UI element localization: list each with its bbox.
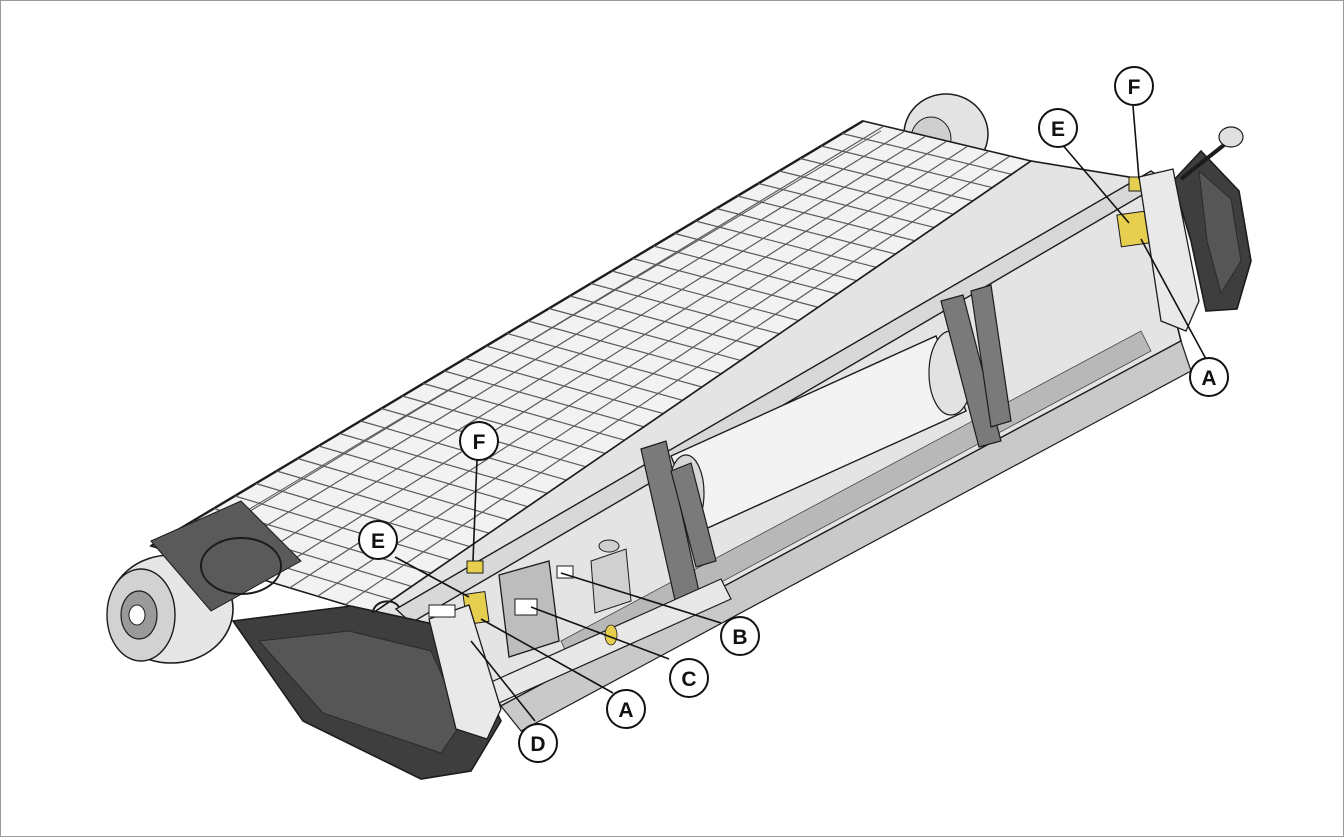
callout-f-right-label: F bbox=[1128, 76, 1141, 99]
grate-bar bbox=[289, 145, 969, 589]
callout-f-center: F bbox=[459, 421, 499, 461]
right-drive-shield bbox=[1138, 126, 1252, 332]
callout-e-right-label: E bbox=[1051, 118, 1065, 141]
mounting-brackets bbox=[640, 284, 1012, 610]
callout-e-right: E bbox=[1038, 108, 1078, 148]
callout-b-label: B bbox=[732, 626, 747, 649]
callout-c-label: C bbox=[681, 668, 696, 691]
callout-d-label: D bbox=[530, 733, 545, 756]
grate-bar bbox=[317, 150, 990, 597]
callout-e-left-label: E bbox=[371, 530, 385, 553]
leader-lines bbox=[394, 105, 1207, 722]
control-box bbox=[498, 539, 632, 658]
callout-a-left: A bbox=[606, 689, 646, 729]
grate-bar bbox=[344, 155, 1011, 606]
callout-a-left-label: A bbox=[618, 699, 633, 722]
callout-c: C bbox=[669, 658, 709, 698]
left-drive-shield bbox=[231, 600, 502, 780]
callout-b: B bbox=[720, 616, 760, 656]
grate-bar bbox=[233, 135, 927, 572]
grate-bar bbox=[261, 140, 948, 581]
callout-d: D bbox=[518, 723, 558, 763]
callout-f-right: F bbox=[1114, 66, 1154, 106]
left-frame-mechanism bbox=[150, 500, 302, 612]
callout-a-right-label: A bbox=[1201, 367, 1216, 390]
grate-bar bbox=[206, 130, 906, 564]
grate-bar bbox=[178, 125, 885, 555]
callout-e-left: E bbox=[358, 520, 398, 560]
callout-a-right: A bbox=[1189, 357, 1229, 397]
callout-f-center-label: F bbox=[473, 431, 486, 454]
